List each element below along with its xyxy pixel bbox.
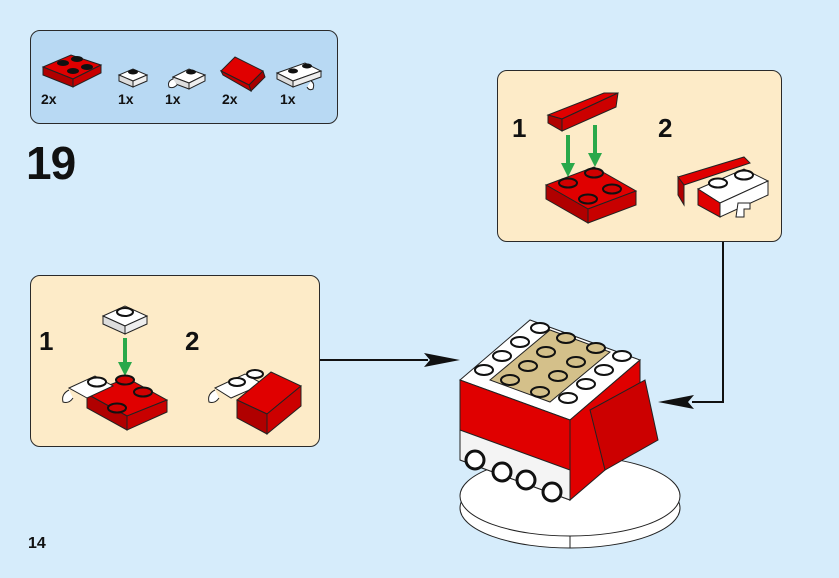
studs-icon <box>474 322 632 404</box>
wheels-icon <box>464 449 563 503</box>
red-slope-brick-icon <box>546 92 619 132</box>
callout-right: 1 2 <box>497 70 782 242</box>
part-quantity: 2x <box>222 91 238 107</box>
parts-illustrations <box>41 54 323 93</box>
page-number: 14 <box>28 535 46 552</box>
arrow-left-to-model <box>320 353 460 367</box>
assembled-slope-on-plate-icon <box>208 369 302 436</box>
callout-right-illustration <box>544 92 770 224</box>
substep-number: 1 <box>39 326 54 356</box>
white-plate-1x1-icon <box>101 305 149 335</box>
main-model-illustration <box>459 319 681 549</box>
substep-number: 1 <box>512 113 527 143</box>
red-plate-with-clip-icon <box>62 374 169 431</box>
white-plate-1x2-clip-icon <box>275 62 323 91</box>
red-plate-2x2-icon <box>41 54 103 88</box>
part-quantity: 1x <box>165 91 181 107</box>
step-number: 19 <box>26 137 76 189</box>
substep-number: 2 <box>658 113 673 143</box>
green-arrow-icon <box>118 338 132 376</box>
red-plate-2x2-icon <box>544 166 638 224</box>
red-slope-icon <box>219 56 266 93</box>
white-plate-1x1-icon <box>117 68 149 88</box>
part-quantity: 1x <box>118 91 134 107</box>
callout-left-illustration <box>62 305 302 436</box>
green-arrow-icon <box>561 125 602 177</box>
substep-number: 2 <box>185 326 200 356</box>
part-quantity: 2x <box>41 91 57 107</box>
parts-list-box: 2x 1x 1x 2x 1x <box>30 30 338 124</box>
part-quantity: 1x <box>280 91 296 107</box>
callout-left: 1 2 <box>30 275 320 447</box>
assembled-slope-clip-icon <box>677 156 770 218</box>
white-plate-clip-icon <box>168 68 207 90</box>
arrow-right-to-model <box>658 242 724 409</box>
